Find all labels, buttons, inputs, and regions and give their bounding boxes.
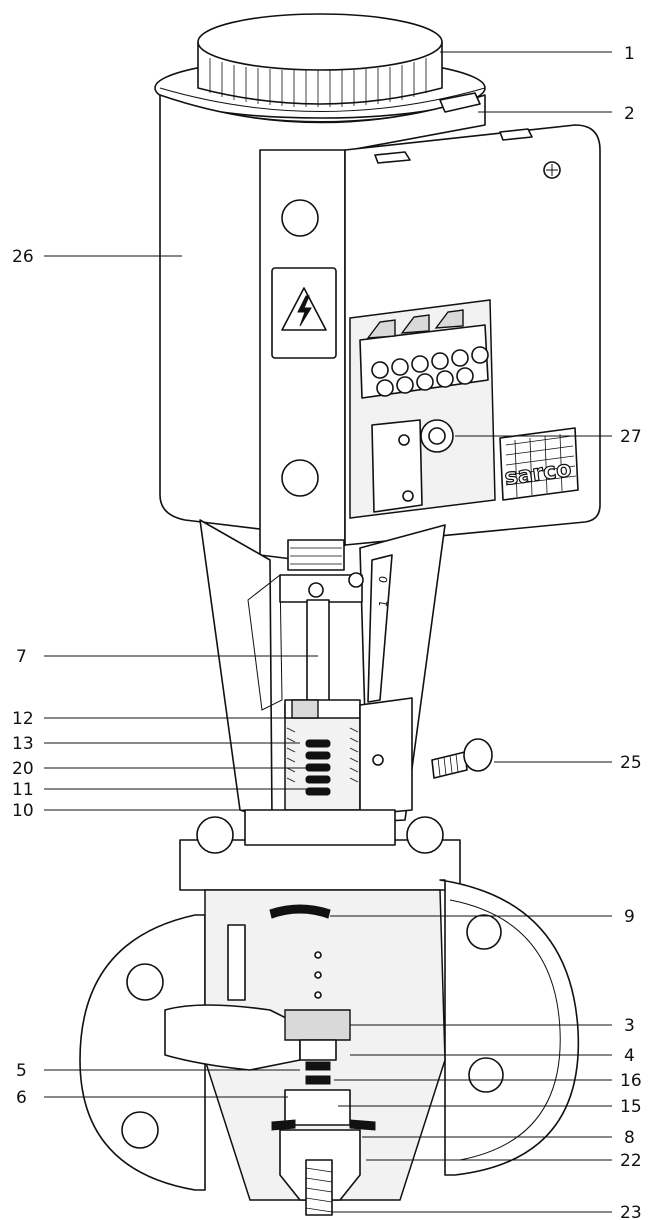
bottom-screw <box>305 1159 333 1216</box>
label-25: 25 <box>620 753 642 773</box>
label-11: 11 <box>12 780 34 800</box>
valve-plug <box>299 1039 337 1061</box>
label-15: 15 <box>620 1097 642 1117</box>
stem-and-gland <box>284 599 413 961</box>
label-23: 23 <box>620 1203 642 1220</box>
cable-entry-upper <box>281 199 319 237</box>
label-5: 5 <box>16 1061 27 1081</box>
terminal-strip <box>359 309 489 399</box>
bonnet-gasket <box>269 904 331 919</box>
travel-mark-1: 1 <box>377 599 391 608</box>
inlet-flange <box>79 914 206 1191</box>
inlet-port <box>164 1004 301 1071</box>
label-8: 8 <box>624 1128 635 1148</box>
loose-bolt <box>431 738 493 779</box>
leader-lines <box>44 51 612 1213</box>
brand-plate: sarco <box>499 427 579 501</box>
flange-hole-1 <box>126 963 164 1001</box>
label-12: 12 <box>12 709 34 729</box>
label-27: 27 <box>620 427 642 447</box>
stem-coupling <box>287 539 345 571</box>
plug-spring <box>305 1061 331 1085</box>
flange-hole-3 <box>466 914 502 950</box>
bonnet-bolt-left <box>196 816 234 854</box>
label-6: 6 <box>16 1088 27 1108</box>
label-1: 1 <box>624 44 635 64</box>
outlet-flange <box>439 879 580 1176</box>
travel-indicator <box>367 554 393 703</box>
flange-hole-2 <box>121 1111 159 1149</box>
label-2: 2 <box>624 104 635 124</box>
label-3: 3 <box>624 1016 635 1036</box>
retaining-clip <box>439 92 481 113</box>
knob-ribs <box>209 58 427 107</box>
flange-hole-4 <box>468 1057 504 1093</box>
label-20: 20 <box>12 759 34 779</box>
label-16: 16 <box>620 1071 642 1091</box>
travel-mark-0: 0 <box>377 575 391 584</box>
label-9: 9 <box>624 907 635 927</box>
limit-switch <box>371 419 423 513</box>
label-10: 10 <box>12 801 34 821</box>
label-4: 4 <box>624 1046 635 1066</box>
label-13: 13 <box>12 734 34 754</box>
part-labels: 1 2 26 27 7 12 13 25 20 11 10 9 3 4 5 16… <box>12 44 642 1220</box>
bonnet-bolt-right <box>406 816 444 854</box>
actuator-assembly: sarco <box>154 13 601 561</box>
yoke: 0 1 <box>199 519 446 823</box>
label-26: 26 <box>12 247 34 267</box>
label-7: 7 <box>16 647 27 667</box>
label-22: 22 <box>620 1151 642 1171</box>
gland-spring <box>305 739 331 796</box>
valve-body <box>79 809 580 1216</box>
cable-entry-lower <box>281 459 319 497</box>
valve-seat <box>284 1009 351 1041</box>
